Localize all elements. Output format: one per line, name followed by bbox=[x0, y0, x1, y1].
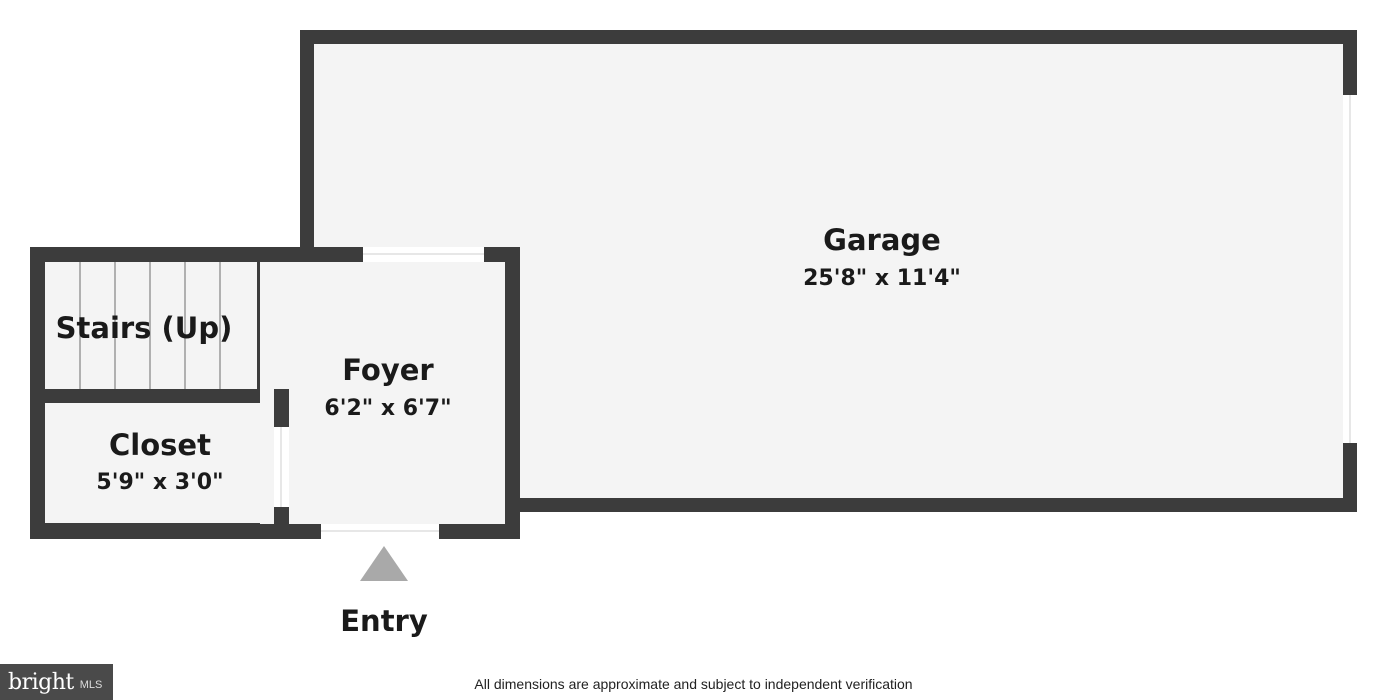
stairs-name: Stairs (Up) bbox=[56, 311, 233, 345]
closet-floor bbox=[45, 403, 274, 523]
foyer-dimensions: 6'2" x 6'7" bbox=[324, 396, 451, 421]
closet-name: Closet bbox=[109, 428, 211, 462]
bright-mls-logo: bright MLS bbox=[0, 664, 113, 700]
entry-label: Entry bbox=[340, 604, 428, 638]
foyer-floor bbox=[260, 262, 505, 524]
stair-treads bbox=[79, 262, 221, 389]
disclaimer-text: All dimensions are approximate and subje… bbox=[474, 676, 913, 692]
left-block bbox=[30, 247, 520, 539]
entry-arrow-icon bbox=[360, 546, 408, 581]
garage-dimensions: 25'8" x 11'4" bbox=[803, 266, 961, 291]
logo-suffix: MLS bbox=[79, 678, 103, 691]
garage-name: Garage bbox=[823, 223, 941, 257]
closet-dimensions: 5'9" x 3'0" bbox=[96, 470, 223, 495]
foyer-name: Foyer bbox=[342, 353, 434, 387]
logo-word: bright bbox=[8, 669, 74, 695]
